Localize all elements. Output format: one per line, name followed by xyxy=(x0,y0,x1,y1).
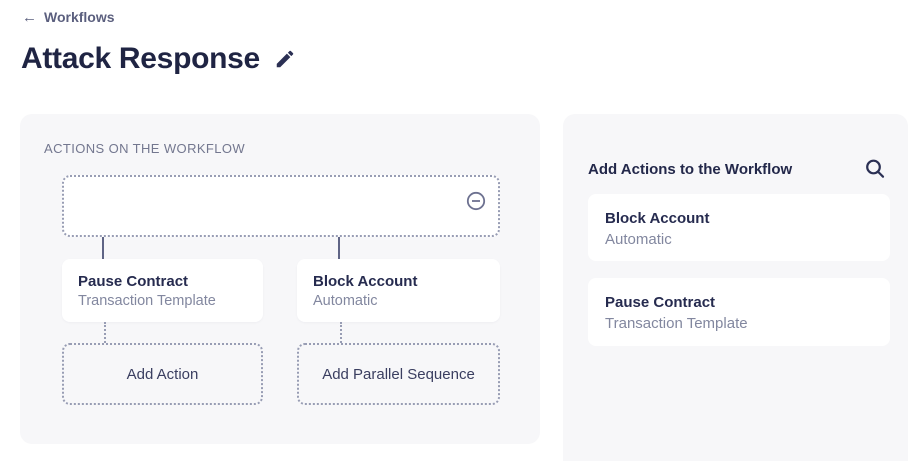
node-subtitle: Automatic xyxy=(313,293,378,309)
workflow-node-pause-contract[interactable]: Pause Contract Transaction Template xyxy=(62,259,263,322)
library-item-pause-contract[interactable]: Pause Contract Transaction Template xyxy=(588,278,890,346)
workflow-root-node[interactable] xyxy=(62,175,500,237)
back-arrow-icon: ← xyxy=(22,8,37,26)
node-subtitle: Transaction Template xyxy=(78,293,216,309)
library-item-title: Pause Contract xyxy=(605,294,716,311)
connector-line xyxy=(338,237,340,259)
connector-dotted-line xyxy=(340,322,342,343)
add-action-button[interactable]: Add Action xyxy=(62,343,263,405)
add-parallel-sequence-label: Add Parallel Sequence xyxy=(322,365,475,383)
add-action-label: Add Action xyxy=(126,365,199,383)
page-title-row: Attack Response xyxy=(21,42,296,76)
back-to-workflows-link[interactable]: ← Workflows xyxy=(22,9,115,25)
remove-node-icon[interactable] xyxy=(466,191,486,211)
library-item-subtitle: Transaction Template xyxy=(605,315,748,332)
search-icon[interactable] xyxy=(864,158,886,180)
actions-library-header: Add Actions to the Workflow xyxy=(588,158,886,180)
add-parallel-sequence-button[interactable]: Add Parallel Sequence xyxy=(297,343,500,405)
page-title: Attack Response xyxy=(21,42,260,75)
library-item-block-account[interactable]: Block Account Automatic xyxy=(588,194,890,261)
workflow-panel-label: ACTIONS ON THE WORKFLOW xyxy=(44,141,246,156)
node-title: Block Account xyxy=(313,273,418,290)
back-link-label: Workflows xyxy=(44,9,115,25)
actions-library-title: Add Actions to the Workflow xyxy=(588,160,793,178)
node-title: Pause Contract xyxy=(78,273,189,290)
workflow-canvas-panel: ACTIONS ON THE WORKFLOW Pause Contract T… xyxy=(20,114,540,444)
actions-library-panel: Add Actions to the Workflow Block Accoun… xyxy=(563,114,908,461)
edit-title-pencil-icon[interactable] xyxy=(274,48,296,70)
library-item-subtitle: Automatic xyxy=(605,231,672,248)
connector-line xyxy=(102,237,104,259)
connector-dotted-line xyxy=(104,322,106,343)
workflow-node-block-account[interactable]: Block Account Automatic xyxy=(297,259,500,322)
library-item-title: Block Account xyxy=(605,210,710,227)
